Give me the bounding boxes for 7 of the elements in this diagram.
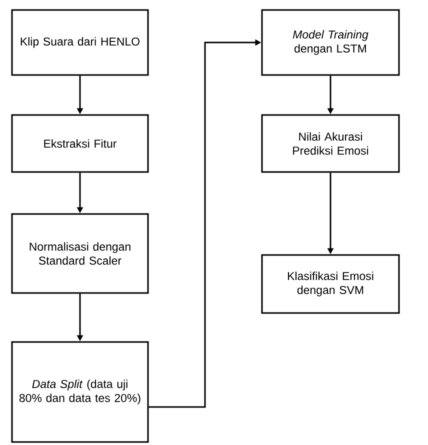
process-box: Model Training dengan LSTM — [261, 9, 400, 76]
process-box: Ekstraksi Fitur — [11, 114, 149, 173]
process-box: Klasifikasi Emosi dengan SVM — [261, 254, 400, 314]
process-box: Normalisasi dengan Standard Scaler — [11, 213, 149, 294]
process-box: Data Split (data uji 80% dan data tes 20%) — [11, 341, 149, 443]
process-box: Klip Suara dari HENLO — [11, 9, 149, 76]
process-box: Nilai Akurasi Prediksi Emosi — [261, 114, 400, 173]
